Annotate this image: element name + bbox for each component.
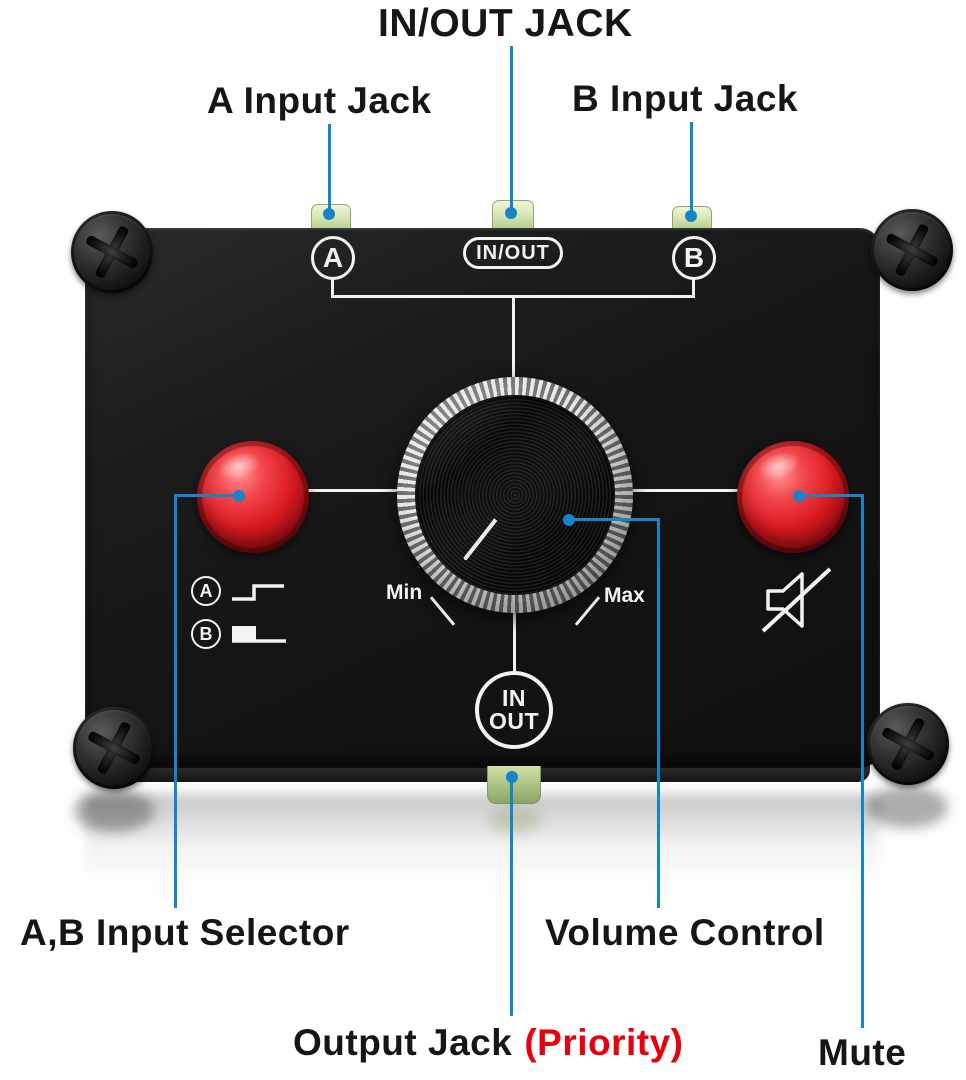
priority-text: (Priority) (524, 1022, 684, 1063)
jack-reflection (489, 806, 541, 834)
callout-inout-jack: IN/OUT JACK (378, 2, 633, 45)
callout-line-mute-h (799, 494, 864, 497)
panel-mark-a: A (311, 236, 355, 280)
callout-mute: Mute (818, 1032, 907, 1073)
knob-face (415, 395, 615, 595)
selector-position-a-icon (232, 584, 284, 601)
bracket-line-horizontal (331, 295, 695, 298)
bracket-line-a (331, 279, 334, 297)
corner-screw-top-left (71, 211, 153, 293)
callout-dot-output (506, 771, 518, 783)
connector-line-bottom (513, 610, 516, 674)
callout-b-input-jack: B Input Jack (572, 78, 798, 119)
device-bottom-edge (95, 764, 870, 782)
callout-line-mute-v (861, 494, 864, 1028)
io-in-text: IN (502, 684, 526, 711)
corner-screw-top-right (871, 209, 953, 291)
ab-selector-button (197, 441, 309, 553)
panel-mark-inout: IN/OUT (463, 237, 563, 269)
callout-line-selector-v (174, 494, 177, 908)
callout-line-a-input (328, 124, 331, 212)
output-jack-text: Output Jack (293, 1022, 513, 1063)
callout-dot-b-input (685, 210, 697, 222)
callout-dot-volume (563, 514, 575, 526)
callout-line-inout-jack (510, 46, 513, 212)
connector-line-left (306, 489, 400, 492)
knob-max-label: Max (604, 584, 645, 607)
bracket-line-center (512, 297, 515, 381)
screw-reflection-left (74, 790, 154, 832)
panel-mark-b: B (672, 236, 716, 280)
callout-dot-a-input (323, 208, 335, 220)
volume-knob (397, 377, 633, 613)
selector-position-b-icon (232, 626, 286, 643)
corner-screw-bottom-right (867, 703, 949, 785)
bracket-line-b (692, 279, 695, 297)
corner-screw-bottom-left (73, 707, 155, 789)
io-out-text: OUT (488, 708, 540, 734)
mute-speaker-icon (761, 567, 832, 633)
callout-volume: Volume Control (545, 912, 825, 953)
legend-b-circle: B (191, 619, 221, 649)
screw-reflection-right (868, 786, 948, 828)
callout-dot-selector (233, 490, 245, 502)
callout-a-input-jack: A Input Jack (207, 80, 432, 121)
callout-output-jack: Output Jack (Priority) (293, 1022, 684, 1064)
callout-dot-mute (793, 490, 805, 502)
callout-ab-selector: A,B Input Selector (20, 912, 350, 953)
callout-line-selector-h (174, 494, 240, 497)
io-port-mark: IN OUT (475, 671, 553, 749)
connector-line-right (632, 489, 738, 492)
callout-line-volume-h (568, 518, 660, 521)
legend-a-circle: A (191, 576, 221, 606)
callout-line-output (510, 780, 513, 1016)
device-reflection (85, 794, 880, 904)
callout-line-volume-v (657, 518, 660, 908)
callout-dot-inout-jack (505, 207, 517, 219)
knob-min-label: Min (386, 581, 423, 604)
callout-line-b-input (690, 122, 693, 214)
knob-pointer-mark (462, 493, 517, 561)
